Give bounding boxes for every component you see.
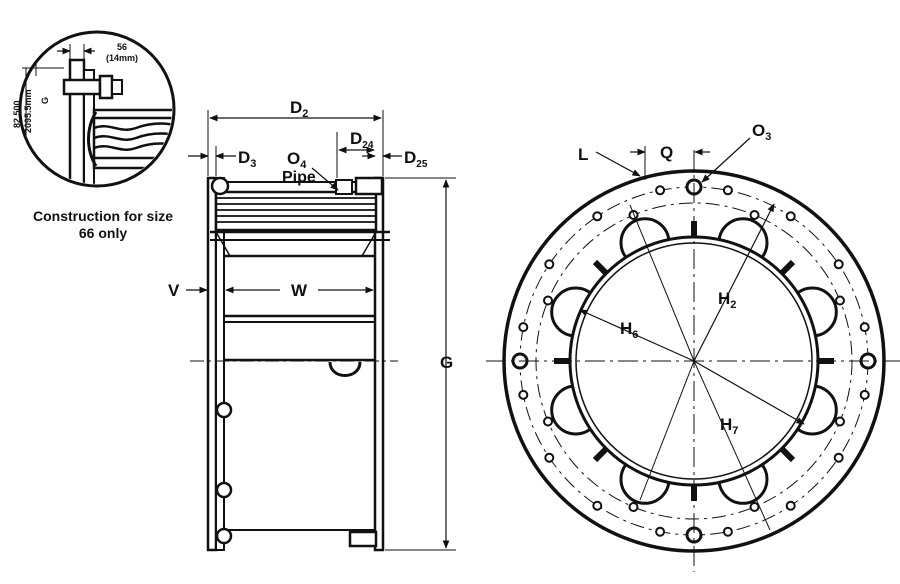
h6-label: H6 [620,319,638,341]
bolt-hole [833,259,844,270]
detail-g-label: G [40,97,50,104]
bolt-hole [835,295,845,306]
bolt-hole [655,185,666,196]
bolt-hole [544,452,555,463]
v-label: V [168,281,180,300]
bolt-hole [655,526,666,537]
detail-side-label-2: 2095.5mm [23,89,33,133]
h2-label: H2 [718,289,736,311]
side-view: D2 D3 D24 D25 O4 Pipe V W G [168,98,456,552]
l-label: L [578,145,588,164]
o3-label: O3 [752,121,771,143]
side-bolts [210,176,384,548]
bolt-hole [835,416,845,427]
bolt-hole [543,416,553,427]
h7-label: H7 [720,415,738,437]
bolt-hole [543,295,553,306]
w-label: W [291,281,308,300]
d24-label: D24 [350,129,374,151]
bolt-hole [518,389,529,400]
bolt-hole [749,502,760,512]
bolt-hole [859,322,870,333]
g-label: G [440,353,453,372]
bolt-hole [628,502,639,512]
front-view: H2 H6 H7 L Q O3 [486,121,900,572]
d3-label: D3 [238,148,256,170]
caption-line-2: 66 only [78,225,128,241]
q-label: Q [660,143,673,162]
bolt-hole [785,211,796,222]
bolt-hole [749,210,760,220]
o4-label: O4 [287,149,307,171]
bolt-hole [592,211,603,222]
bolt-holes [511,178,877,544]
bolt-hole [833,452,844,463]
detail-caption: Construction for size 66 only [8,208,198,242]
bolt-hole [544,259,555,270]
bolt-hole [722,526,733,537]
d2-label: D2 [290,98,308,120]
detail-gap-label: 56 [117,42,127,52]
caption-line-1: Construction for size [32,208,173,224]
bolt-hole [592,500,603,511]
bolt-hole [628,210,639,220]
detail-side-label-1: 82.500 [12,100,22,128]
pipe-label: Pipe [282,169,316,186]
bolt-hole [722,185,733,196]
detail-gap-label-mm: (14mm) [106,53,138,63]
bolt-hole [785,500,796,511]
bolt-hole [859,389,870,400]
d25-label: D25 [404,148,428,170]
bolt-hole [518,322,529,333]
detail-view: 82.500 2095.5mm G 56 (14mm) [12,30,176,188]
